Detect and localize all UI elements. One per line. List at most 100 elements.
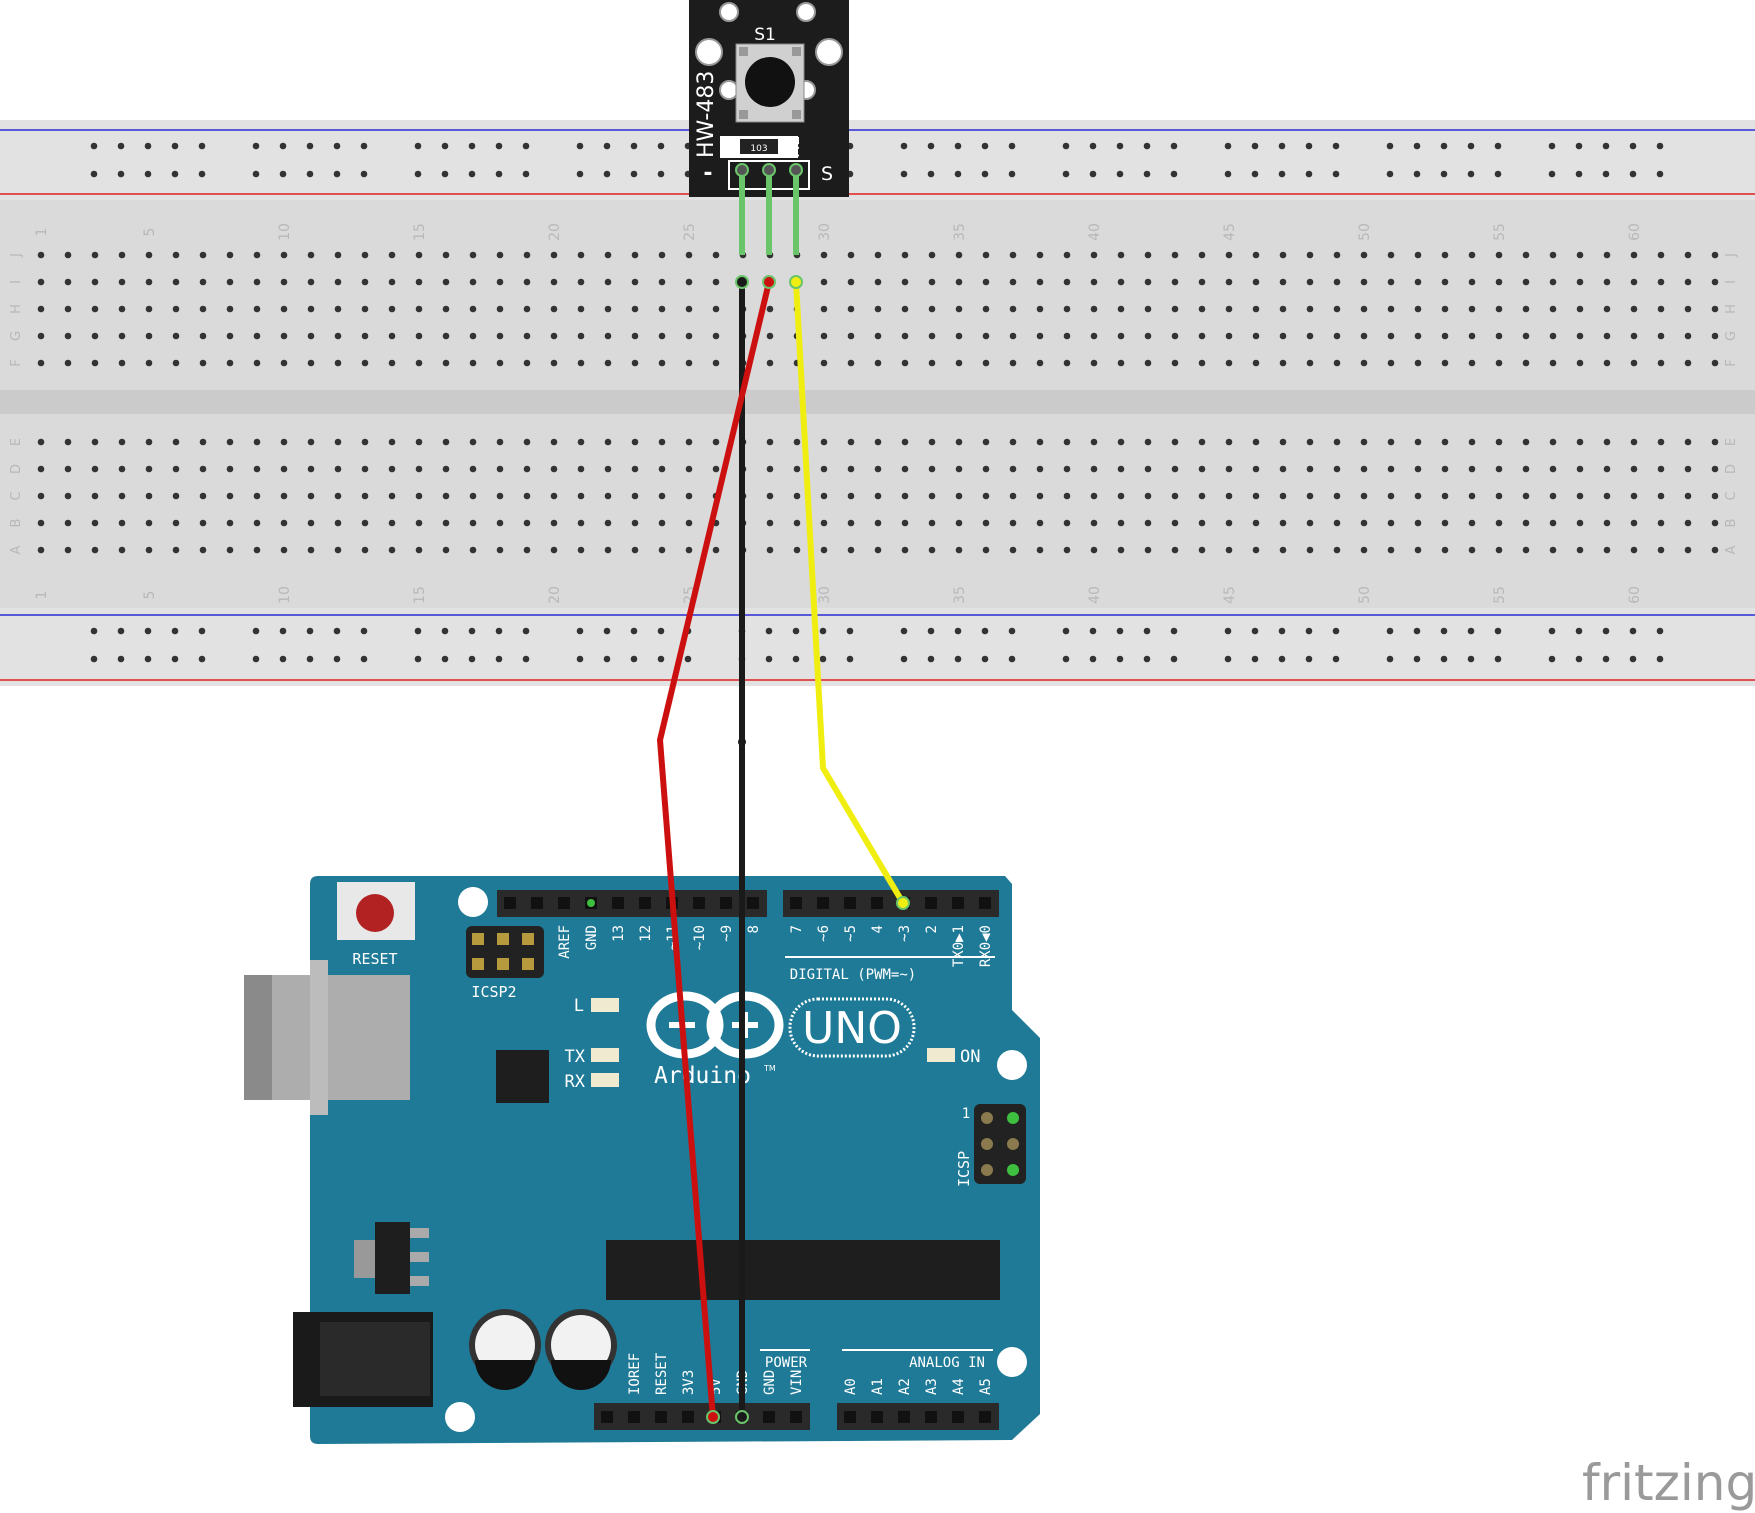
breadboard-hole: [874, 332, 882, 340]
breadboard-hole: [1036, 305, 1044, 313]
breadboard-hole: [523, 332, 531, 340]
breadboard-hole: [1036, 546, 1044, 554]
breadboard-hole: [1144, 546, 1152, 554]
logo-tm: TM: [763, 1064, 776, 1073]
rail-hole: [1170, 142, 1178, 150]
rail-hole: [279, 655, 287, 663]
row-letter: G: [9, 331, 24, 341]
breadboard-hole: [1495, 519, 1503, 527]
rail-hole: [576, 142, 584, 150]
breadboard-hole: [1009, 492, 1017, 500]
breadboard-hole: [1603, 465, 1611, 473]
rail-hole: [1440, 627, 1448, 635]
breadboard-hole: [1171, 438, 1179, 446]
rail-hole: [792, 627, 800, 635]
rail-hole: [927, 627, 935, 635]
breadboard-hole: [145, 278, 153, 286]
capacitor: [545, 1309, 617, 1390]
board-mounting-hole: [997, 1050, 1027, 1080]
breadboard-hole: [1603, 438, 1611, 446]
rail-hole: [1575, 627, 1583, 635]
rail-hole: [333, 655, 341, 663]
pushbutton-cap[interactable]: [745, 57, 795, 107]
breadboard-hole: [928, 465, 936, 473]
rail-hole: [1278, 170, 1286, 178]
rail-hole: [1170, 655, 1178, 663]
breadboard-hole: [1468, 519, 1476, 527]
digital-pin: [558, 897, 570, 909]
breadboard-hole: [280, 359, 288, 367]
breadboard-hole: [604, 492, 612, 500]
breadboard-hole: [469, 332, 477, 340]
breadboard-hole: [64, 519, 72, 527]
breadboard-hole: [280, 438, 288, 446]
column-number: 50: [1357, 586, 1373, 604]
breadboard-hole: [172, 332, 180, 340]
breadboard-hole: [1063, 546, 1071, 554]
breadboard-hole: [1090, 332, 1098, 340]
breadboard-hole: [1360, 278, 1368, 286]
column-number: 45: [1222, 223, 1238, 241]
pushbutton-leg: [739, 110, 748, 119]
column-number: 10: [277, 586, 293, 604]
regulator-pin: [410, 1252, 429, 1262]
led-rx: [591, 1073, 619, 1087]
breadboard-hole: [523, 546, 531, 554]
row-letter: C: [9, 491, 24, 500]
breadboard-hole: [847, 546, 855, 554]
pin-contact: [735, 163, 749, 177]
breadboard-hole: [1576, 438, 1584, 446]
breadboard-hole: [1198, 332, 1206, 340]
breadboard-hole: [1468, 251, 1476, 259]
breadboard-hole: [1036, 438, 1044, 446]
rail-hole: [495, 142, 503, 150]
column-number: 30: [817, 223, 833, 241]
breadboard-hole: [1414, 359, 1422, 367]
rail-hole: [1062, 655, 1070, 663]
column-number: 50: [1357, 223, 1373, 241]
rail-hole: [279, 627, 287, 635]
column-number: 5: [142, 228, 158, 237]
rail-hole: [1008, 142, 1016, 150]
breadboard-hole: [1495, 465, 1503, 473]
breadboard-hole: [1684, 519, 1692, 527]
breadboard-hole: [334, 305, 342, 313]
breadboard-hole: [1252, 492, 1260, 500]
wire-end-vcc-bb: [762, 275, 776, 289]
breadboard-hole: [1684, 359, 1692, 367]
rail-hole: [117, 142, 125, 150]
breadboard-hole: [361, 519, 369, 527]
breadboard-hole: [847, 492, 855, 500]
breadboard-hole: [1711, 546, 1719, 554]
breadboard-hole: [199, 465, 207, 473]
breadboard-hole: [1063, 465, 1071, 473]
rail-hole: [306, 170, 314, 178]
rail-hole: [1656, 142, 1664, 150]
led-rx-label: RX: [565, 1072, 586, 1092]
rail-hole: [1413, 142, 1421, 150]
breadboard-hole: [712, 465, 720, 473]
rail-hole: [603, 142, 611, 150]
breadboard-hole: [712, 546, 720, 554]
rail-hole: [846, 627, 854, 635]
digital-pin-label: 2: [924, 925, 940, 933]
breadboard-hole: [577, 546, 585, 554]
breadboard-hole: [172, 305, 180, 313]
rail-hole: [1386, 142, 1394, 150]
breadboard-hole: [685, 492, 693, 500]
breadboard-hole: [523, 519, 531, 527]
rail-hole: [306, 655, 314, 663]
breadboard-hole: [1468, 305, 1476, 313]
breadboard-hole: [1117, 332, 1125, 340]
breadboard-hole: [1414, 465, 1422, 473]
breadboard-hole: [982, 305, 990, 313]
breadboard-hole: [1225, 546, 1233, 554]
breadboard-hole: [253, 519, 261, 527]
breadboard-hole: [469, 465, 477, 473]
analog-pin: [898, 1411, 910, 1423]
breadboard-hole: [1198, 546, 1206, 554]
reset-button[interactable]: [356, 894, 394, 932]
breadboard-hole: [1225, 305, 1233, 313]
breadboard-hole: [118, 492, 126, 500]
breadboard-hole: [1630, 492, 1638, 500]
